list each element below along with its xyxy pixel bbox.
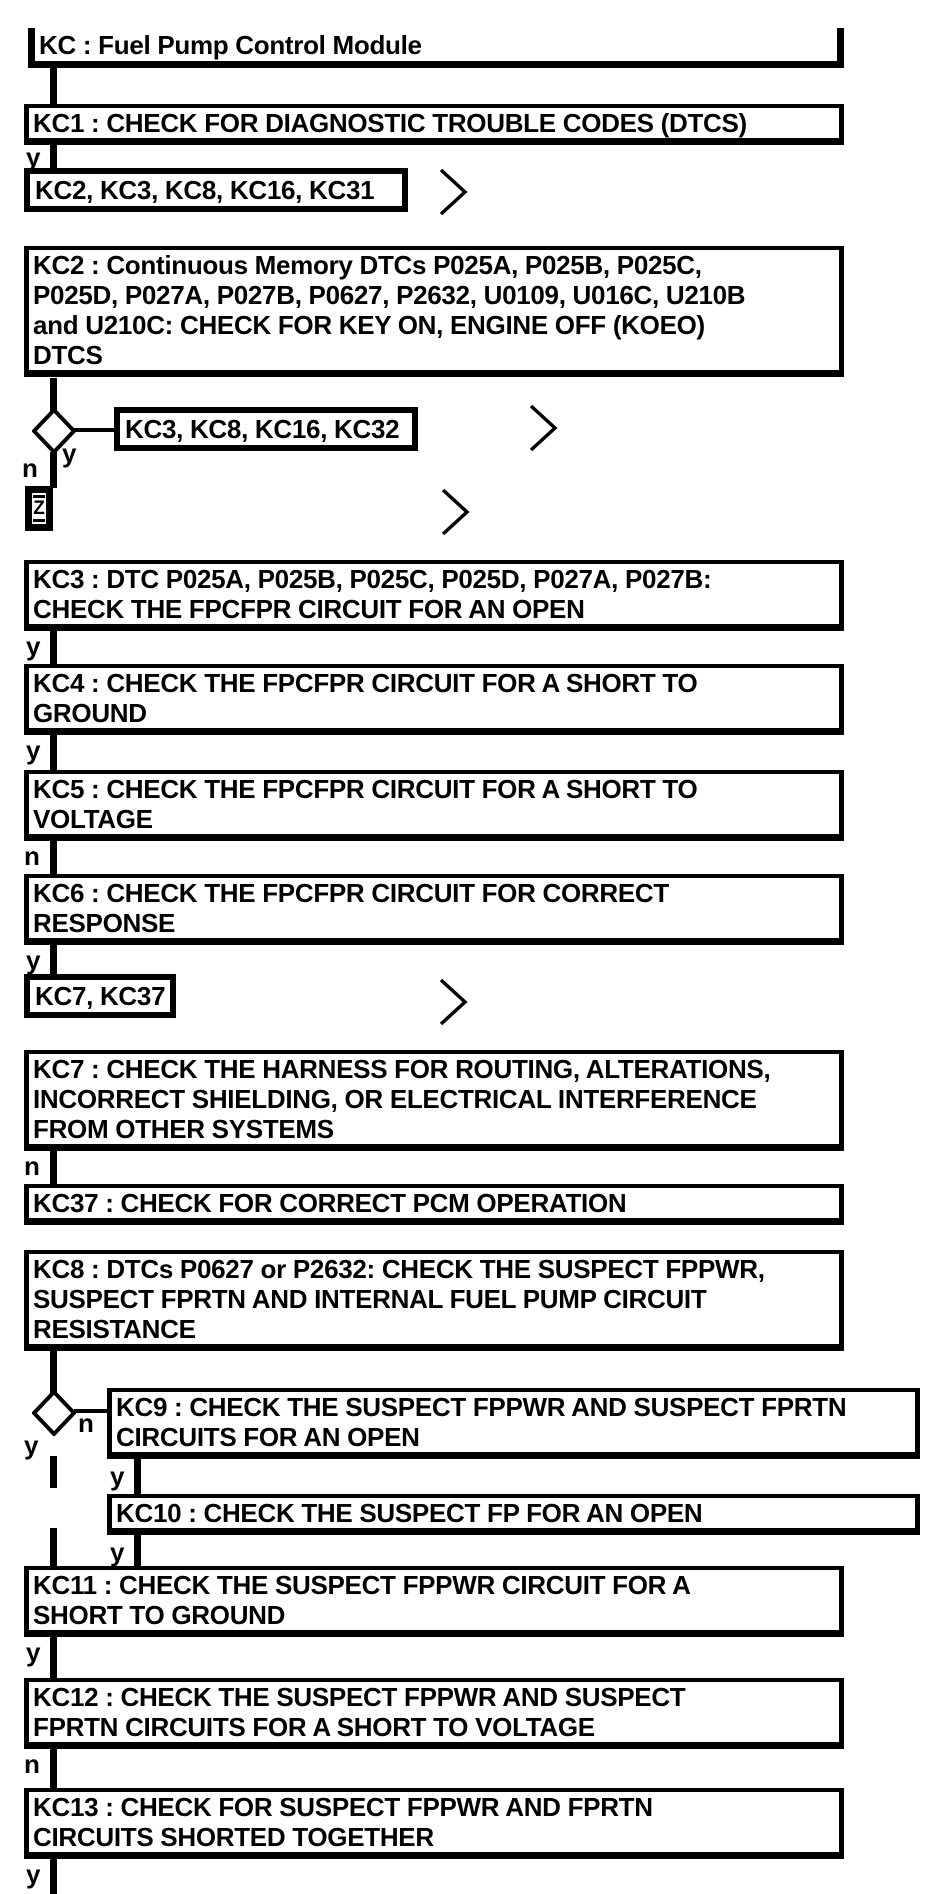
node-kc4-box: KC4 : CHECK THE FPCFPR CIRCUIT FOR A SHO… (24, 664, 844, 735)
node-kc8-box: KC8 : DTCs P0627 or P2632: CHECK THE SUS… (24, 1250, 844, 1351)
branch-label-n: n (24, 841, 40, 871)
connector-yes-branch-segment (50, 1456, 57, 1488)
node-kc1-box: KC1 : CHECK FOR DIAGNOSTIC TROUBLE CODES… (24, 104, 844, 145)
connector-kc3-kc4 (50, 627, 57, 666)
branch-label-y: y (26, 1637, 41, 1667)
connector-kc12-kc13 (50, 1745, 57, 1790)
z-connector-letter: Z (33, 495, 45, 522)
node-kc37-box: KC37 : CHECK FOR CORRECT PCM OPERATION (24, 1184, 844, 1225)
connector-diamond-link (74, 428, 116, 432)
connector-kc10-kc11 (134, 1532, 141, 1568)
link-box-kc2-kc3-kc8-kc16-kc31: KC2, KC3, KC8, KC16, KC31 (24, 168, 408, 212)
decision-diamond-icon (32, 1390, 76, 1436)
branch-label-y: y (26, 142, 41, 172)
connector-kc11-kc12 (50, 1633, 57, 1680)
node-kc2-box: KC2 : Continuous Memory DTCs P025A, P025… (24, 246, 844, 377)
node-kc11-box: KC11 : CHECK THE SUSPECT FPPWR CIRCUIT F… (24, 1566, 844, 1637)
branch-label-y: y (26, 631, 41, 661)
node-kc6-box: KC6 : CHECK THE FPCFPR CIRCUIT FOR CORRE… (24, 874, 844, 945)
connector-kc4-kc5 (50, 731, 57, 772)
connector-kc7-kc37 (50, 1147, 57, 1186)
branch-label-y: y (110, 1461, 125, 1491)
connector-kc-kc1 (50, 62, 57, 106)
branch-label-y: y (24, 1430, 39, 1460)
node-kc10-box: KC10 : CHECK THE SUSPECT FP FOR AN OPEN (107, 1494, 920, 1535)
branch-label-y: y (26, 1859, 41, 1889)
link-box-kc7-kc37: KC7, KC37 (24, 974, 176, 1018)
offpage-chevron-icon (441, 488, 470, 536)
branch-label-n: n (24, 1749, 40, 1779)
branch-label-y: y (26, 945, 41, 975)
branch-label-n: n (22, 453, 38, 483)
node-kc13-box: KC13 : CHECK FOR SUSPECT FPPWR AND FPRTN… (24, 1788, 844, 1859)
branch-label-y: y (26, 735, 41, 765)
link-box-kc3-kc8-kc16-kc32: KC3, KC8, KC16, KC32 (114, 407, 418, 451)
branch-label-n: n (24, 1151, 40, 1181)
branch-label-y: y (110, 1537, 125, 1567)
node-kc9-box: KC9 : CHECK THE SUSPECT FPPWR AND SUSPEC… (107, 1388, 920, 1459)
offpage-z-connector: Z (25, 486, 53, 531)
node-kc7-box: KC7 : CHECK THE HARNESS FOR ROUTING, ALT… (24, 1050, 844, 1151)
offpage-chevron-icon (439, 978, 468, 1026)
connector-kc8-diamond (50, 1347, 57, 1394)
connector-kc9-kc10 (134, 1456, 141, 1496)
node-kc12-box: KC12 : CHECK THE SUSPECT FPPWR AND SUSPE… (24, 1678, 844, 1749)
node-kc-title-box: KC : Fuel Pump Control Module (28, 28, 844, 68)
connector-yes-branch-segment (50, 1528, 57, 1570)
connector-diamond-z (50, 452, 57, 488)
connector-kc1-link (50, 141, 57, 170)
connector-kc2-diamond (50, 378, 57, 412)
offpage-chevron-icon (439, 168, 468, 216)
node-kc3-box: KC3 : DTC P025A, P025B, P025C, P025D, P0… (24, 560, 844, 631)
offpage-chevron-icon (529, 404, 558, 452)
connector-kc5-kc6 (50, 837, 57, 876)
branch-label-y: y (62, 438, 77, 468)
connector-diamond-kc9 (74, 1409, 110, 1413)
branch-label-n: n (78, 1408, 94, 1438)
connector-kc6-link (50, 941, 57, 977)
node-kc5-box: KC5 : CHECK THE FPCFPR CIRCUIT FOR A SHO… (24, 770, 844, 841)
connector-kc13-continued (50, 1855, 57, 1894)
